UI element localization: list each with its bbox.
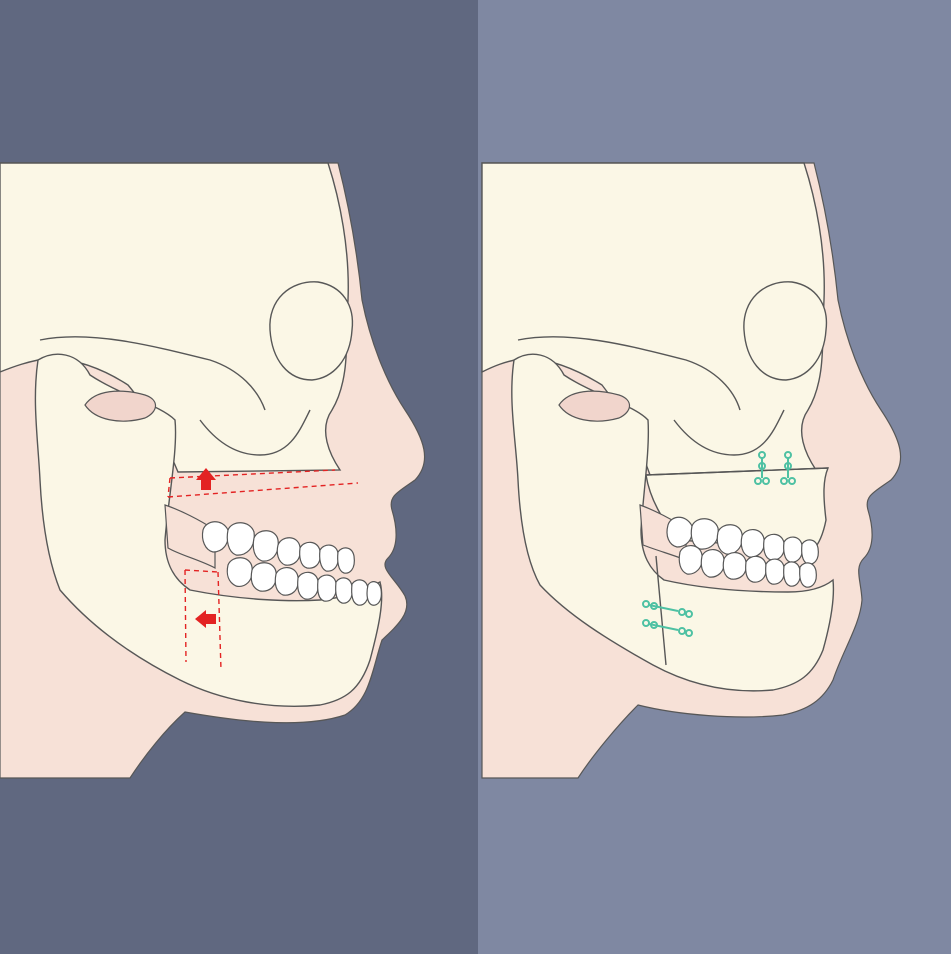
tooth — [227, 558, 252, 587]
tooth — [338, 548, 355, 573]
tooth — [318, 575, 337, 601]
tooth — [253, 531, 278, 561]
tooth — [802, 540, 819, 564]
tooth — [764, 534, 785, 560]
tooth — [800, 563, 817, 587]
tooth — [717, 525, 742, 554]
before-skull-illustration — [0, 0, 478, 954]
tooth — [679, 546, 702, 575]
eye-orbit — [270, 282, 353, 380]
tooth — [691, 519, 718, 549]
after-skull-illustration — [478, 0, 951, 954]
tooth — [367, 582, 381, 606]
tooth — [701, 550, 724, 578]
tooth — [723, 553, 746, 580]
tooth — [784, 562, 801, 586]
tooth — [336, 578, 353, 603]
tooth — [300, 542, 321, 568]
tooth — [766, 559, 785, 584]
tooth — [352, 580, 369, 605]
tooth — [277, 538, 300, 565]
tooth — [784, 537, 803, 562]
eye-orbit — [744, 282, 827, 380]
tooth — [741, 530, 764, 558]
tooth — [746, 556, 767, 582]
before-panel — [0, 0, 478, 954]
tooth — [275, 568, 298, 596]
tooth — [251, 563, 276, 591]
tooth — [202, 522, 228, 552]
after-panel — [478, 0, 951, 954]
tooth — [667, 517, 692, 547]
tooth — [320, 545, 339, 571]
tooth — [298, 572, 319, 599]
